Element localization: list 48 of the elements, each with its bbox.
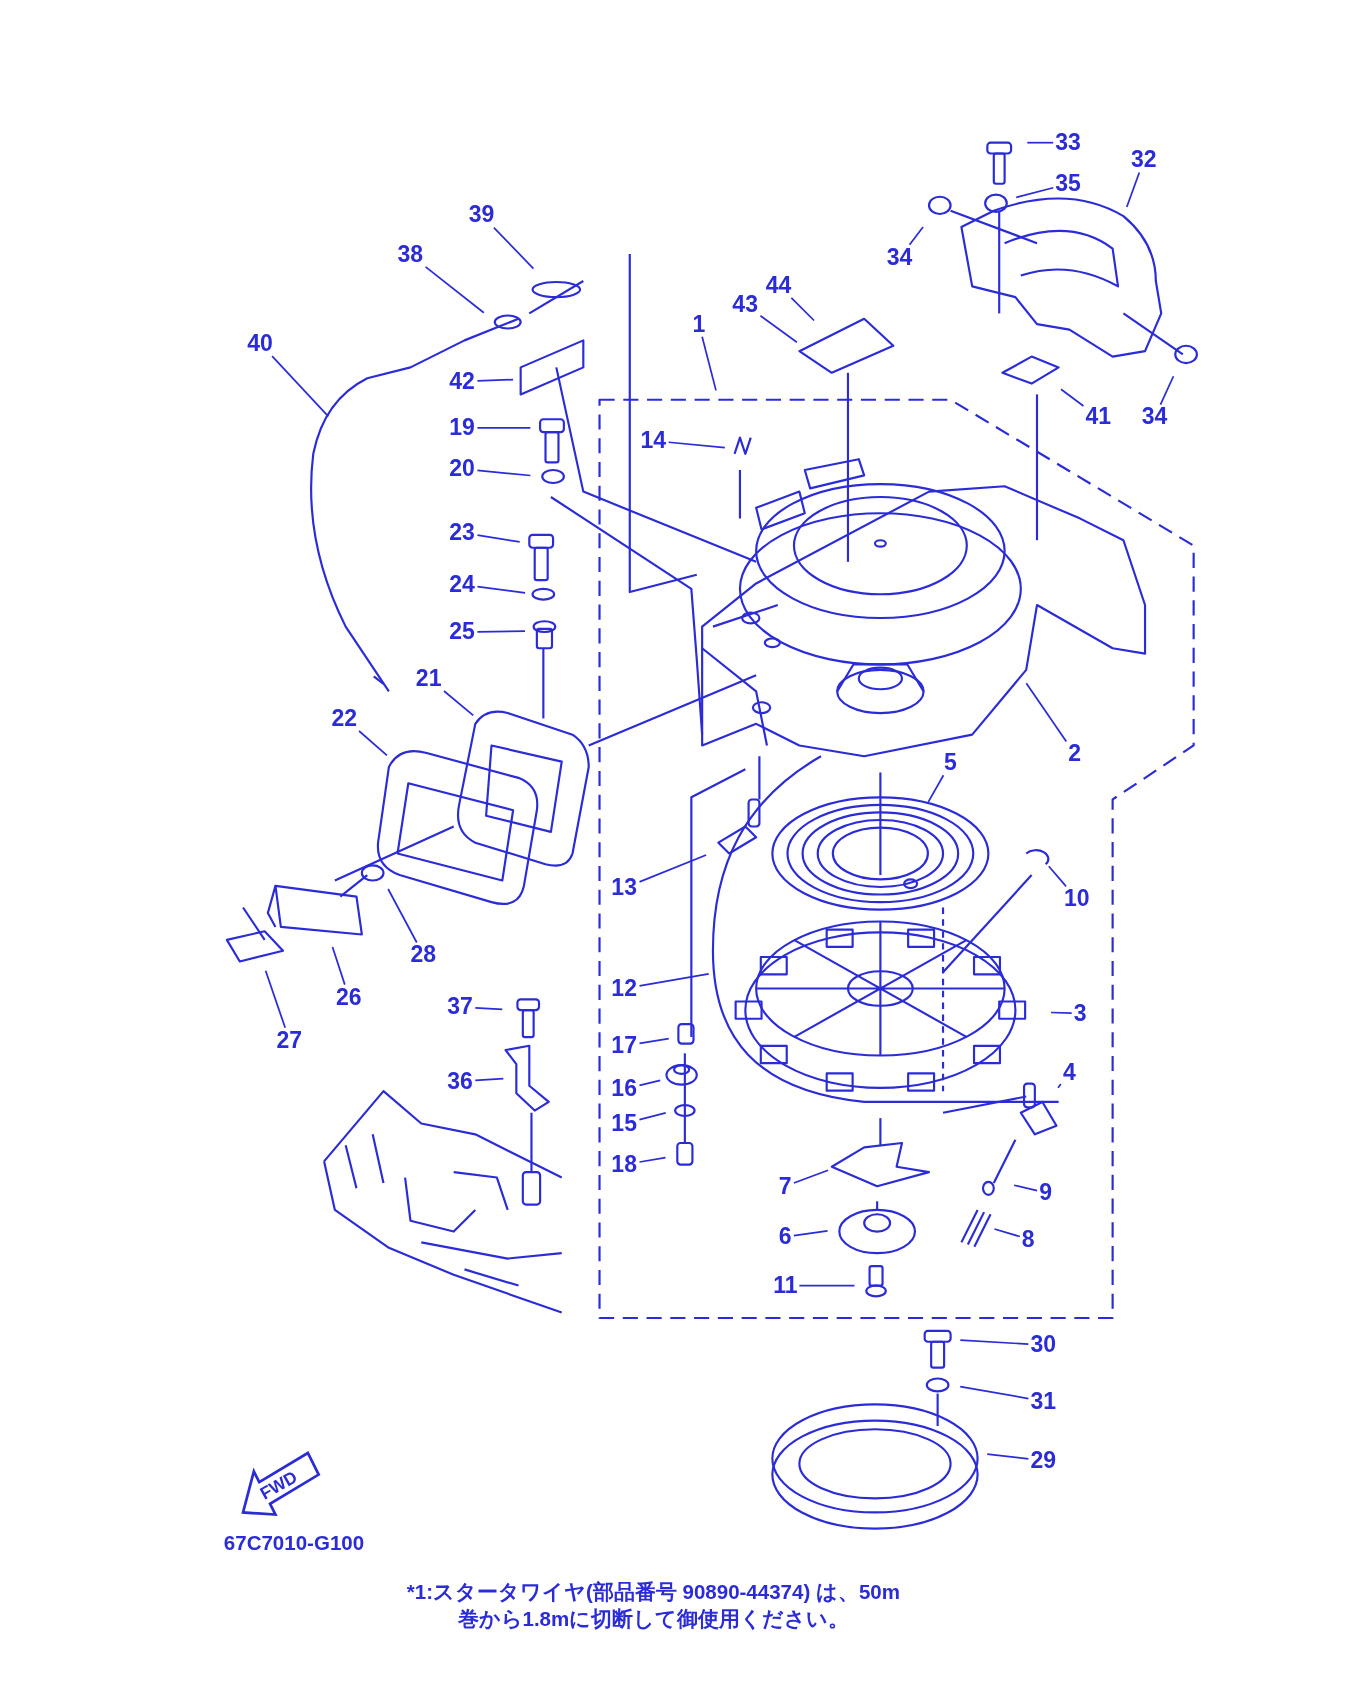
leader-line bbox=[959, 1339, 1030, 1345]
leader-line bbox=[493, 226, 535, 270]
leader-line bbox=[1125, 171, 1141, 208]
leader-line bbox=[387, 888, 418, 944]
leader-line bbox=[993, 1228, 1021, 1238]
note-text: *1:スタータワイヤ(部品番号 90890-44374) は、50m巻から1.8mに切断して御使用ください。 bbox=[405, 1578, 901, 1633]
leader-line bbox=[908, 226, 924, 246]
leader-line bbox=[638, 973, 710, 987]
leader-line bbox=[638, 854, 707, 883]
leader-line bbox=[1047, 865, 1067, 888]
leader-line bbox=[1013, 1184, 1038, 1192]
leader-line bbox=[667, 441, 726, 449]
leader-line bbox=[271, 355, 330, 418]
leader-line bbox=[793, 1229, 829, 1237]
leader-line bbox=[476, 630, 526, 633]
leader-line bbox=[1026, 141, 1055, 144]
leader-line bbox=[1025, 682, 1068, 743]
leader-line bbox=[759, 314, 798, 344]
leader-line bbox=[443, 690, 475, 717]
leader-line bbox=[476, 469, 532, 477]
leader-line bbox=[476, 378, 514, 382]
leader-line bbox=[264, 969, 287, 1029]
leader-line bbox=[927, 774, 945, 803]
leader-line bbox=[476, 585, 526, 594]
leader-line bbox=[358, 730, 388, 757]
leader-line bbox=[424, 266, 485, 314]
leader-line bbox=[331, 946, 346, 986]
leader-line bbox=[701, 335, 717, 392]
leader-line bbox=[793, 1169, 829, 1184]
leader-line bbox=[986, 1453, 1030, 1460]
leader-line bbox=[476, 534, 521, 543]
leader-line bbox=[638, 1037, 670, 1045]
drawing-number: 67C7010-G100 bbox=[223, 1530, 365, 1555]
leader-line bbox=[798, 1284, 856, 1287]
leader-line bbox=[790, 296, 815, 322]
direction-label: FWD bbox=[256, 1466, 302, 1505]
leader-line bbox=[638, 1079, 662, 1087]
leader-line bbox=[638, 1112, 667, 1121]
leader-line bbox=[1060, 388, 1085, 407]
leader-line bbox=[476, 427, 532, 429]
leader-line bbox=[1159, 375, 1175, 406]
leader-line bbox=[1057, 1083, 1062, 1089]
leader-line bbox=[474, 1007, 504, 1011]
leader-line bbox=[1050, 1011, 1073, 1014]
leader-line bbox=[1015, 186, 1055, 199]
leader-line bbox=[474, 1077, 505, 1082]
leader-line bbox=[959, 1385, 1030, 1400]
leader-line bbox=[638, 1156, 667, 1163]
